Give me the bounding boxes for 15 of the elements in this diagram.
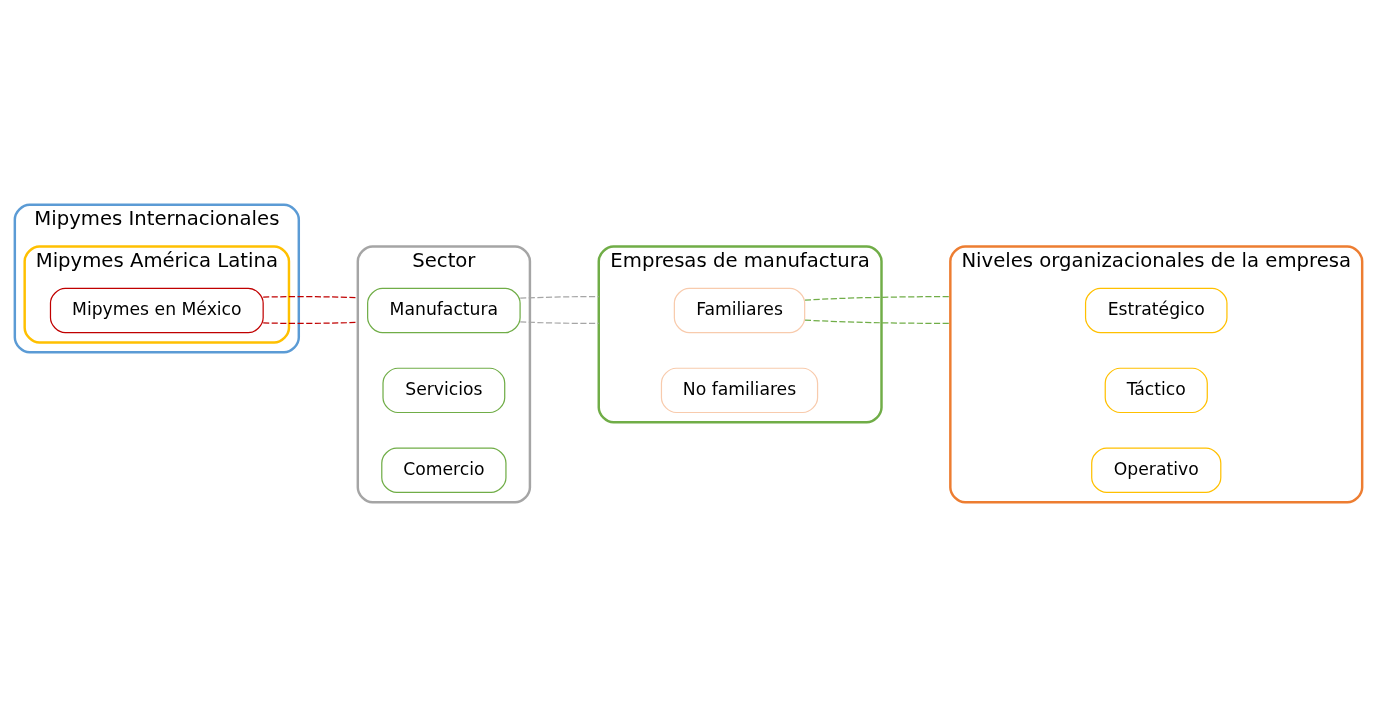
node-box: Manufactura <box>367 287 521 333</box>
node-box: Estratégico <box>1084 287 1228 333</box>
connector <box>804 295 951 301</box>
connector <box>262 295 359 298</box>
node-box: Táctico <box>1104 367 1208 413</box>
node-box: Comercio <box>381 447 507 493</box>
node-box: Operativo <box>1091 447 1222 493</box>
node-box: Mipymes en México <box>49 287 264 333</box>
connector <box>804 319 951 324</box>
node-box: Servicios <box>382 367 506 413</box>
node-box: Familiares <box>673 287 806 333</box>
connector <box>262 321 359 324</box>
connector <box>519 320 600 324</box>
connector <box>519 295 600 299</box>
node-box: No familiares <box>660 367 819 413</box>
